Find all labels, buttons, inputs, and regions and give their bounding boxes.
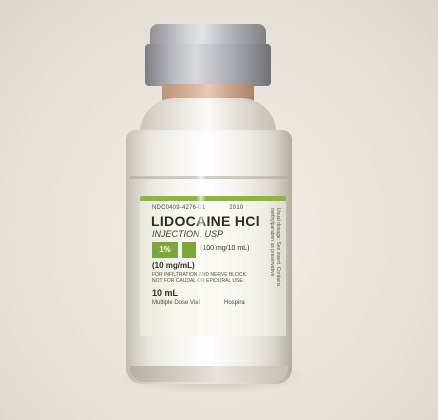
concentration: (10 mg/mL) bbox=[152, 261, 195, 270]
vial-label: NDC0409-4276-01 2010 LIDOCAINE HCl INJEC… bbox=[140, 196, 286, 336]
strength-bar bbox=[182, 242, 196, 258]
ndc-number: NDC0409-4276-01 bbox=[152, 205, 206, 211]
label-top-stripe bbox=[140, 196, 286, 201]
vial-volume: 10 mL bbox=[152, 288, 179, 298]
vial-base bbox=[130, 366, 288, 382]
label-year: 2010 bbox=[229, 205, 244, 211]
total-dose: (100 mg/10 mL) bbox=[200, 245, 250, 252]
strength-badge: 1% bbox=[152, 242, 178, 258]
glass-highlight bbox=[196, 140, 206, 370]
vial-type: Multiple Dose Vial bbox=[152, 300, 200, 306]
drug-form: INJECTION, USP bbox=[152, 229, 224, 239]
side-fine-print: Usual dosage: See insert. Contains methy… bbox=[269, 208, 281, 287]
ndc-code: NDC0409-4276-01 2010 bbox=[152, 205, 243, 211]
vial-cap-band bbox=[145, 44, 271, 86]
vial-cap-top bbox=[150, 24, 266, 46]
liquid-level bbox=[130, 176, 288, 179]
vial-neck bbox=[162, 84, 254, 102]
manufacturer-logo: Hospira bbox=[224, 300, 245, 306]
